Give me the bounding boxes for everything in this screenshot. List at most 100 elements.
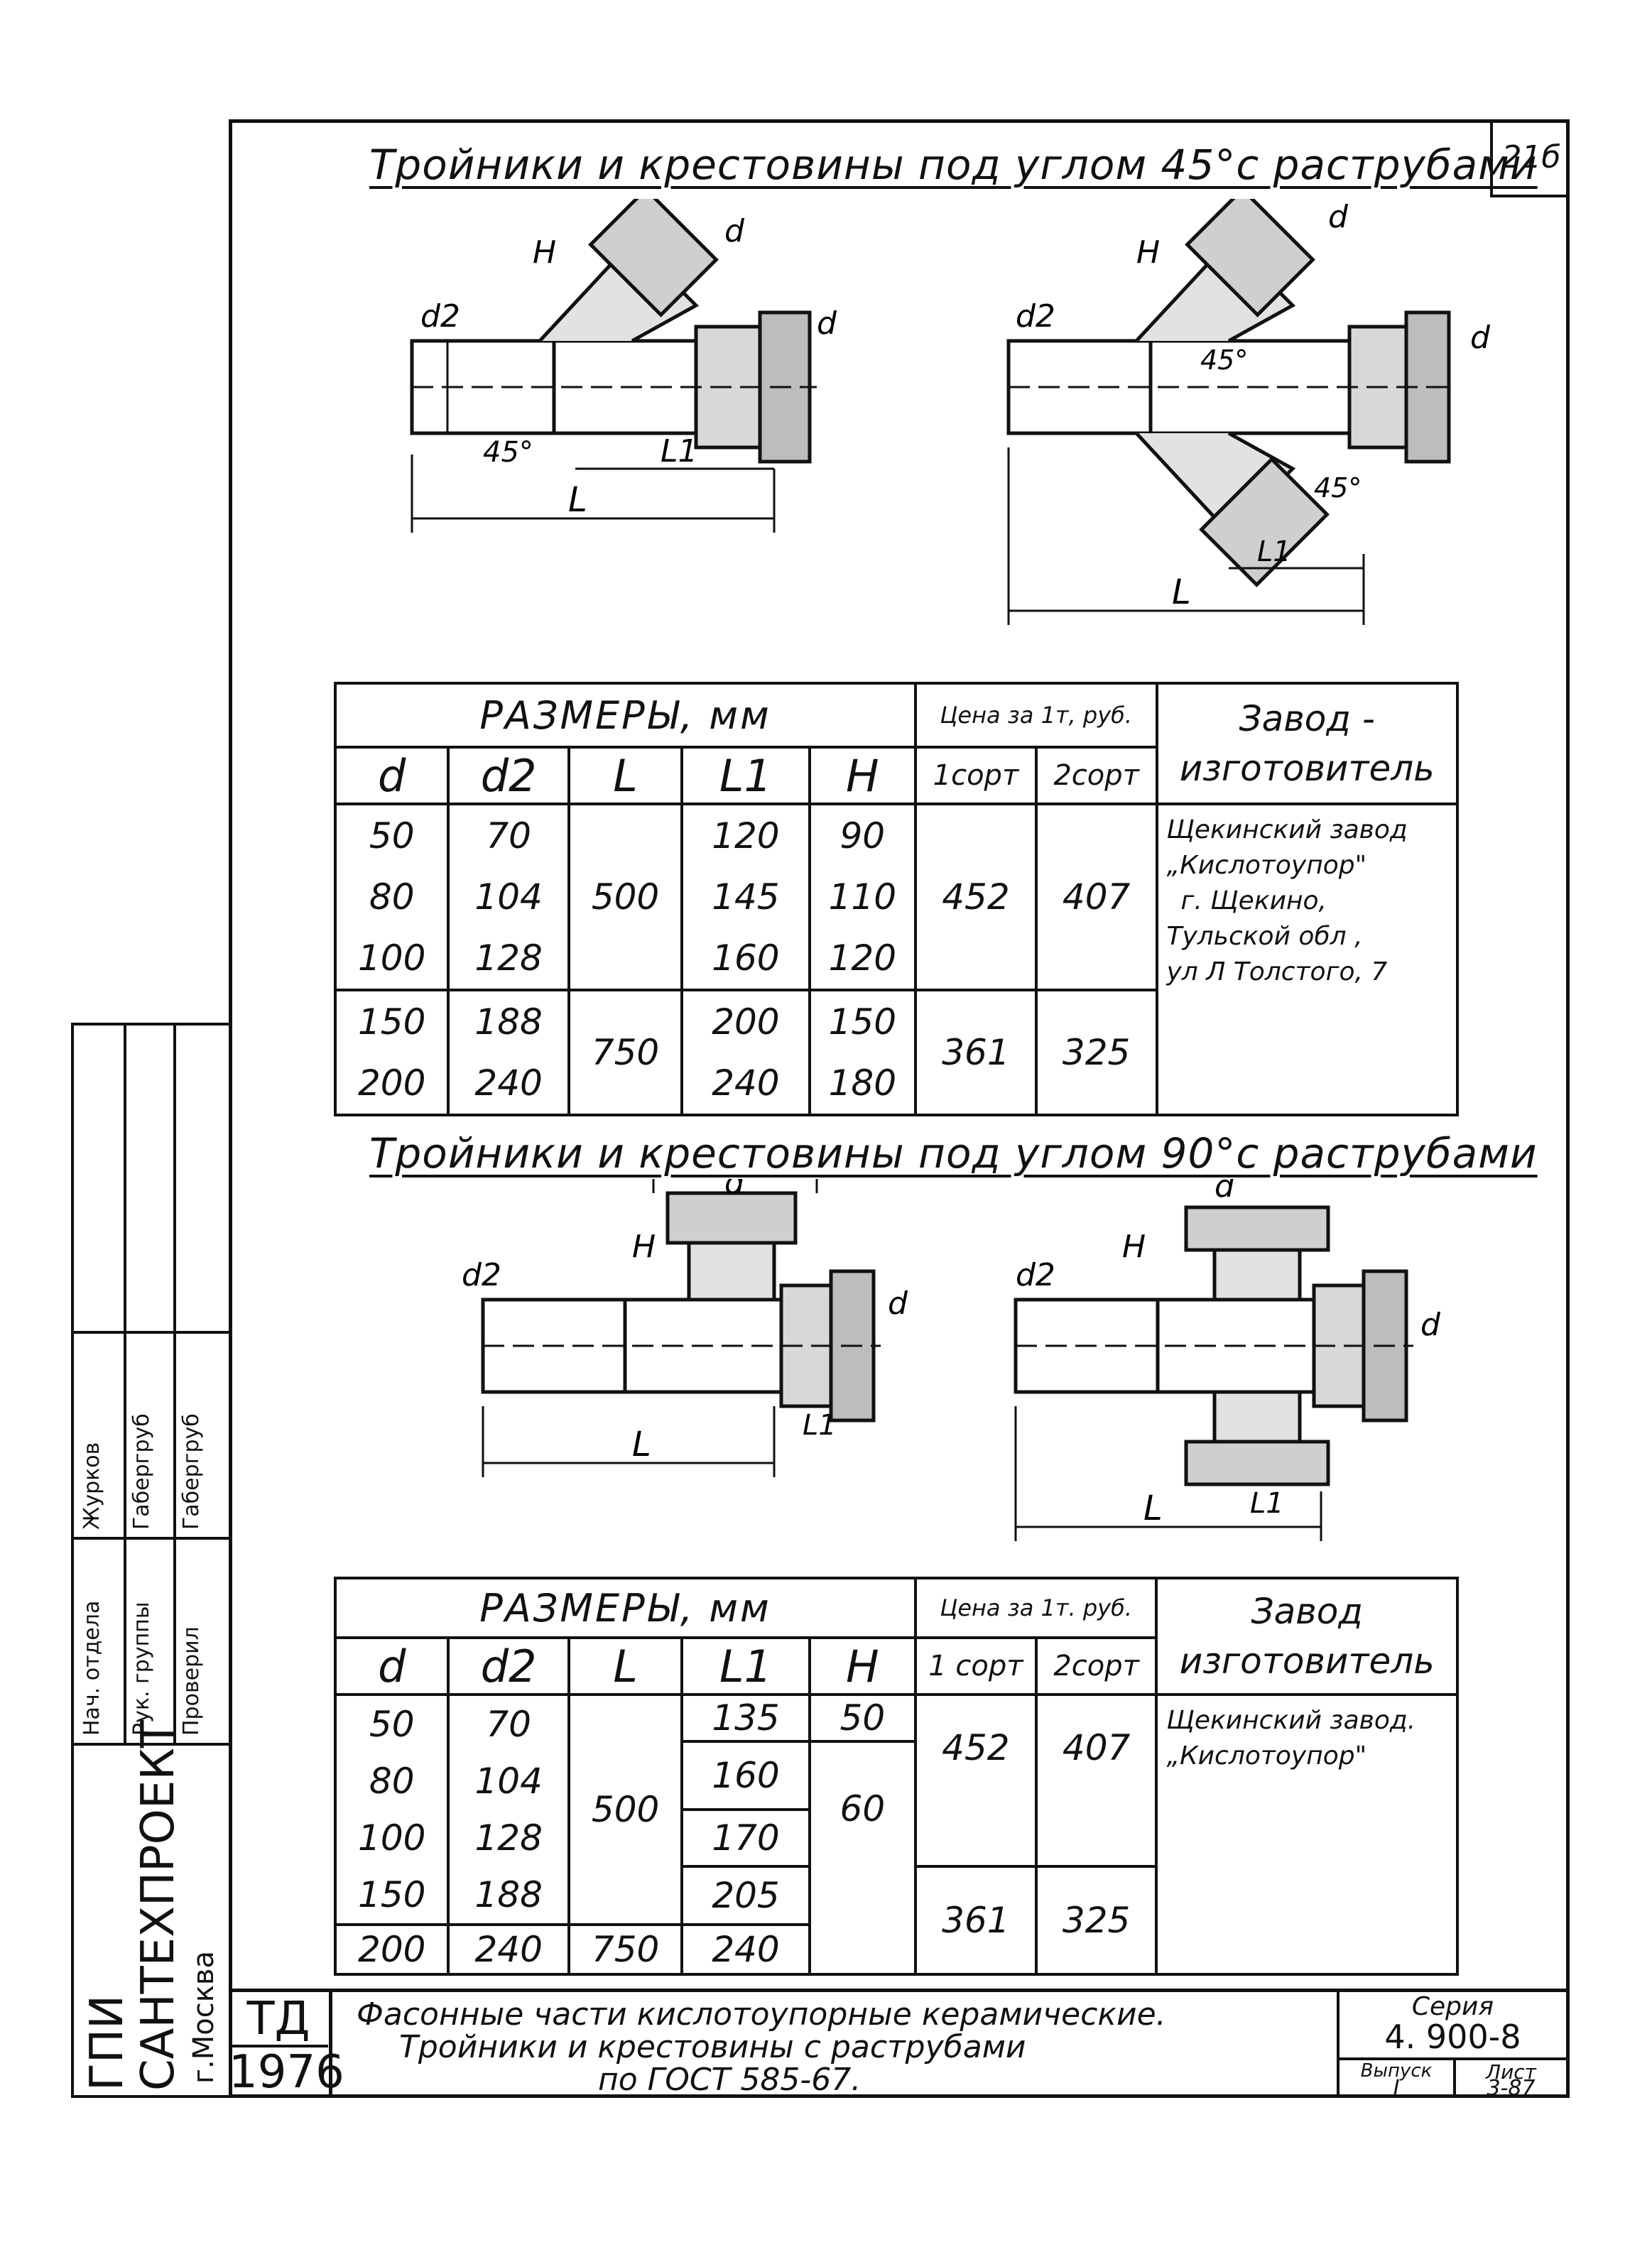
- t1-L1-0: 120: [712, 815, 780, 856]
- t2-col-grade2: 2сорт: [1034, 1636, 1158, 1696]
- cross45-label-H: H: [1136, 234, 1160, 271]
- t1-d2-2: 128: [474, 937, 543, 979]
- sheet-label: Лист: [1486, 2060, 1536, 2084]
- t1-price1-group2: 361: [914, 989, 1038, 1116]
- cross-45-drawing: [1006, 199, 1456, 625]
- t1-L-group2: 750: [567, 989, 684, 1116]
- tee90-label-L: L: [632, 1425, 651, 1464]
- t2-d-2: 100: [358, 1817, 426, 1859]
- t2-L1-2: 170: [680, 1808, 811, 1868]
- t2-factory-line-0: Щекинский завод.: [1166, 1706, 1416, 1735]
- side-stamp-col2: [173, 1026, 176, 1743]
- t1-H-3: 150: [828, 1001, 897, 1043]
- cross90-label-L1: L1: [1250, 1487, 1284, 1520]
- t2-d2-4: 240: [447, 1923, 570, 1976]
- t2-header-price: Цена за 1т. руб.: [914, 1577, 1158, 1639]
- t2-col-d: d: [333, 1636, 450, 1696]
- cross45-label-angle-bottom: 45°: [1314, 472, 1362, 504]
- t2-col-H: H: [808, 1636, 918, 1696]
- t1-H-2: 120: [828, 937, 897, 979]
- t1-col-L1: L1: [680, 746, 811, 805]
- t2-price1-group2: 361: [914, 1865, 1038, 1976]
- t1-d2-4: 240: [474, 1062, 543, 1104]
- t1-d-group2: 150 200: [333, 989, 450, 1116]
- t2-factory: Щекинский завод. „Кислотоупор": [1155, 1693, 1459, 1976]
- t1-col-d: d: [333, 746, 450, 805]
- tee45-label-H: H: [533, 234, 556, 271]
- t1-d2-1: 104: [474, 876, 543, 918]
- td-label: ТД: [229, 1994, 328, 2047]
- cross45-label-L: L: [1172, 572, 1191, 612]
- t2-header-factory: Завод изготовитель: [1155, 1577, 1459, 1696]
- t1-col-grade2: 2сорт: [1034, 746, 1158, 805]
- t1-L1-4: 240: [712, 1062, 780, 1104]
- t1-d-0: 50: [369, 815, 415, 856]
- t2-col-L: L: [567, 1636, 684, 1696]
- org-line3: г.Москва: [188, 1951, 220, 2084]
- stamp-title-line3: по ГОСТ 585-67.: [598, 2062, 862, 2098]
- t1-L1-1: 145: [712, 876, 780, 918]
- org-line1: ГПИ: [81, 1994, 134, 2091]
- t1-factory-line-1: „Кислотоупор": [1166, 851, 1367, 880]
- cross45-label-angle-top: 45°: [1200, 344, 1248, 376]
- side-name-0: Журков: [80, 1442, 104, 1530]
- t2-d-4: 200: [333, 1923, 450, 1976]
- t2-header-sizes: РАЗМЕРЫ, мм: [333, 1577, 918, 1639]
- t2-L-group2: 750: [567, 1923, 684, 1976]
- t1-col-grade1: 1сорт: [914, 746, 1038, 805]
- drawing-frame: [229, 119, 1570, 2098]
- t1-H-1: 110: [828, 876, 897, 918]
- t2-d2-group1: 70 104 128 188: [447, 1693, 570, 1926]
- cross45-label-d-right: d: [1470, 320, 1491, 356]
- cross90-label-d-top: d: [1214, 1179, 1235, 1204]
- cross45-label-d-top: d: [1328, 199, 1349, 235]
- side-name-2: Габергруб: [179, 1413, 204, 1530]
- t1-col-H: H: [808, 746, 918, 805]
- t1-header-sizes: РАЗМЕРЫ, мм: [333, 682, 918, 749]
- side-role-2: Проверил: [179, 1626, 204, 1736]
- t1-factory-line-3: Тульской обл ,: [1166, 922, 1363, 951]
- side-name-1: Габергруб: [129, 1413, 154, 1530]
- cross45-label-L1: L1: [1257, 535, 1291, 568]
- tee90-label-d2: d2: [462, 1257, 501, 1293]
- t2-d2-1: 104: [474, 1761, 543, 1802]
- td-box: ТД 1976: [229, 1992, 344, 2098]
- side-stamp-col1: [124, 1026, 126, 1743]
- title-block: ТД 1976 Фасонные части кислотоупорные ке…: [229, 1989, 1570, 2101]
- t1-col-L: L: [567, 746, 684, 805]
- t1-d2-3: 188: [474, 1001, 543, 1043]
- t1-L1-group1: 120 145 160: [680, 803, 811, 991]
- t1-d2-group2: 188 240: [447, 989, 570, 1116]
- section1-table: РАЗМЕРЫ, мм Цена за 1т, руб. Завод - изг…: [333, 682, 1459, 1116]
- t1-H-group1: 90 110 120: [808, 803, 918, 991]
- issue-value: I: [1339, 2076, 1456, 2101]
- t2-d2-0: 70: [486, 1704, 531, 1745]
- t1-factory-line-4: ул Л Толстого, 7: [1166, 957, 1388, 986]
- t1-d-1: 80: [369, 876, 415, 918]
- cross-90-drawing: [1014, 1205, 1413, 1541]
- section2-drawings: d d2 H d L1 L d d2 H d L1 L: [462, 1179, 1441, 1541]
- side-stamp: Нач. отдела Рук. группы Проверил Журков …: [71, 1023, 232, 2098]
- t2-d-1: 80: [369, 1761, 415, 1802]
- cross90-label-d-right: d: [1420, 1307, 1441, 1343]
- tee45-label-L: L: [568, 480, 587, 520]
- issue-label: Выпуск: [1339, 2060, 1456, 2082]
- sheet-number: 21б: [1490, 119, 1570, 197]
- t1-d-4: 200: [358, 1062, 426, 1104]
- cross90-label-d2: d2: [1016, 1257, 1055, 1293]
- tee45-label-L1: L1: [661, 433, 698, 469]
- t1-header-price: Цена за 1т, руб.: [914, 682, 1158, 749]
- t1-header-factory: Завод - изготовитель: [1155, 682, 1459, 805]
- t2-d-3: 150: [358, 1874, 426, 1915]
- t2-L1-3: 205: [680, 1865, 811, 1926]
- t2-L1-4: 240: [680, 1923, 811, 1976]
- t1-d-2: 100: [358, 937, 426, 979]
- t2-L-group1: 500: [567, 1693, 684, 1926]
- t1-price1-group1: 452: [914, 803, 1038, 991]
- series-value: 4. 900-8: [1339, 2018, 1566, 2060]
- t1-L-group1: 500: [567, 803, 684, 991]
- t2-H-group2: 60: [808, 1740, 918, 1976]
- t1-H-group2: 150 180: [808, 989, 918, 1116]
- section2-title: Тройники и крестовины под углом 90°с рас…: [369, 1129, 1538, 1178]
- sheet-value: 3-87: [1487, 2076, 1536, 2101]
